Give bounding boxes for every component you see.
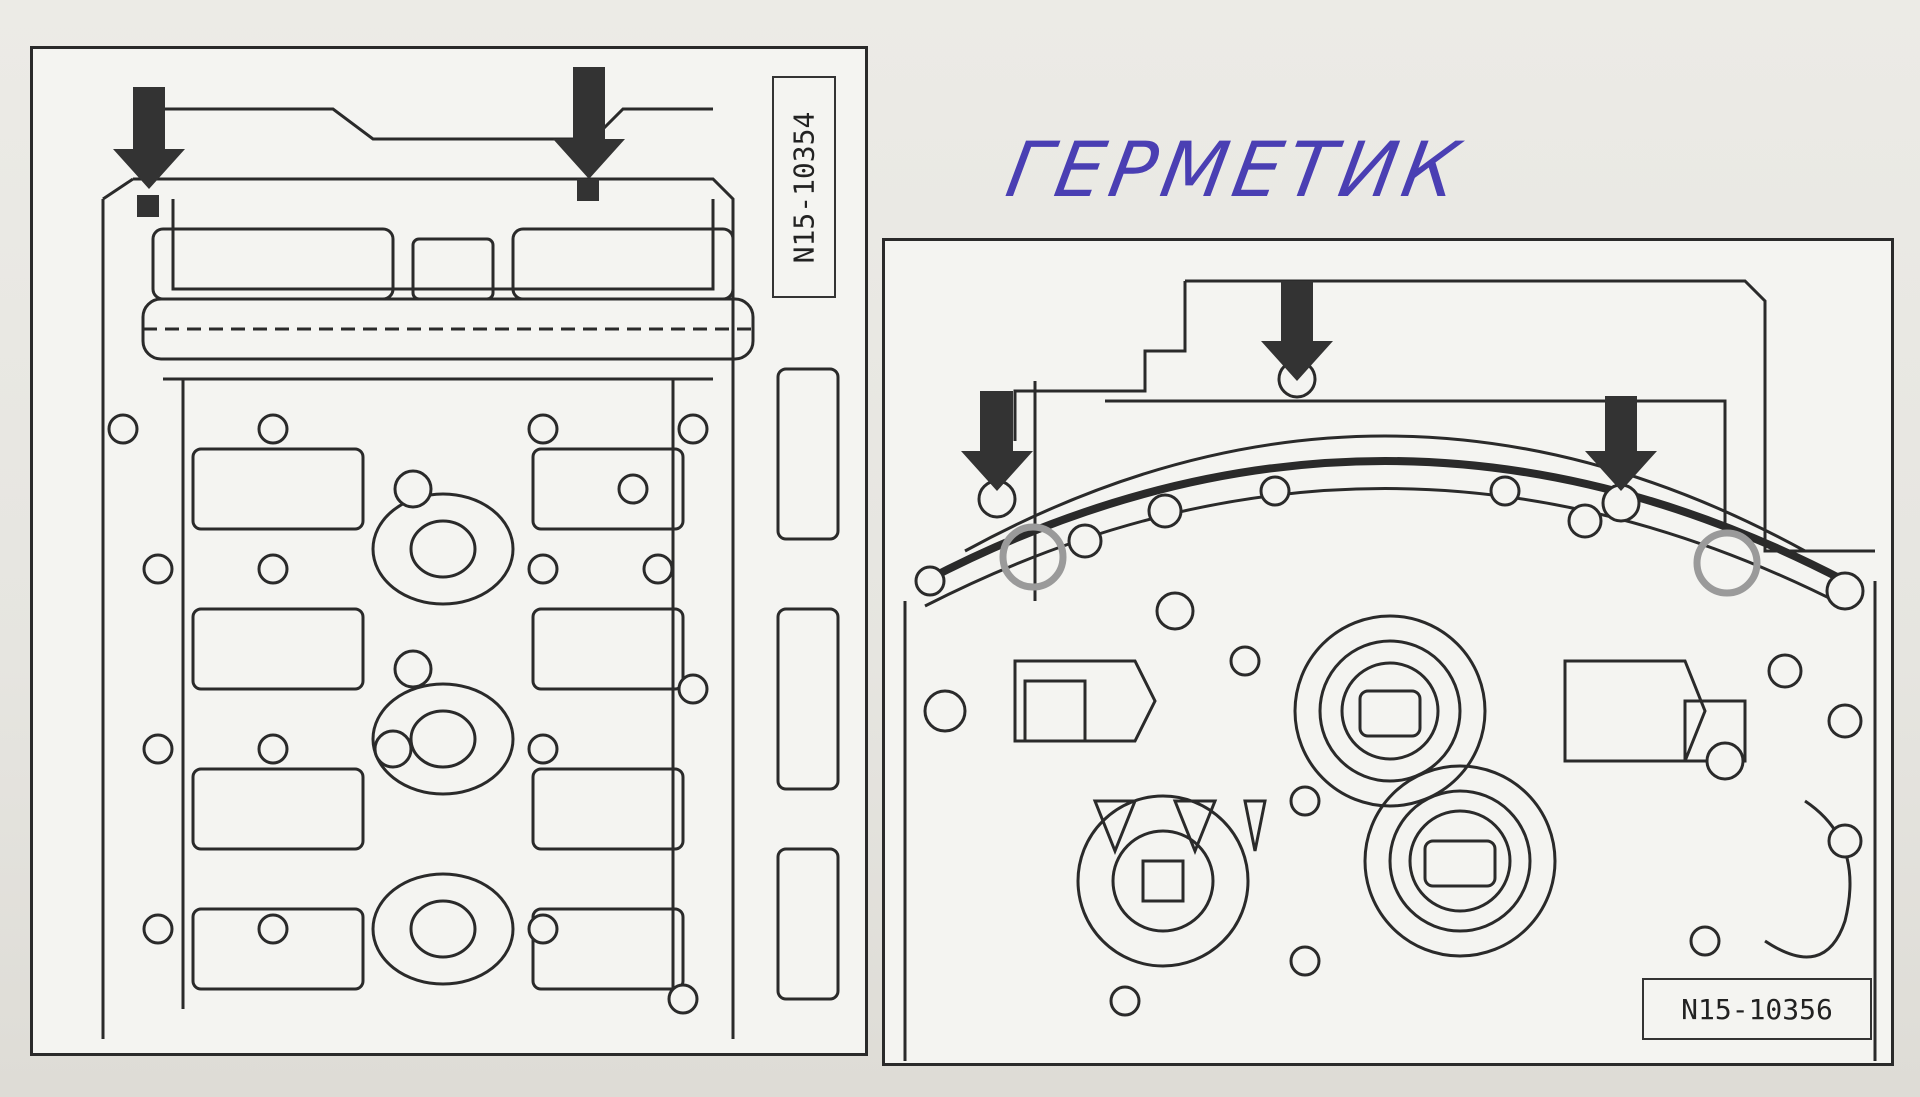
cylinder-head-drawing bbox=[101, 67, 840, 1039]
sealant-point bbox=[137, 195, 159, 217]
diagram-panel-right bbox=[882, 238, 1894, 1066]
figure-label-left: N15-10354 bbox=[772, 76, 836, 298]
arrow-icon bbox=[1585, 396, 1657, 491]
handwritten-annotation: ГЕРМЕТИК bbox=[1000, 125, 1471, 214]
left-sprocket bbox=[151, 227, 395, 301]
arrow-icon bbox=[961, 391, 1033, 491]
highlight-circle bbox=[1693, 529, 1761, 597]
arrow-icon bbox=[553, 67, 625, 179]
sealant-highlights bbox=[999, 523, 1761, 597]
arrow-icon bbox=[1261, 281, 1333, 381]
right-sprocket bbox=[511, 227, 735, 301]
arrow-markers bbox=[961, 281, 1657, 491]
diagram-panel-left bbox=[30, 46, 868, 1056]
highlight-circle bbox=[999, 523, 1067, 591]
figure-label-left-text: N15-10354 bbox=[787, 111, 821, 263]
sealant-point bbox=[577, 179, 599, 201]
figure-label-right: N15-10356 bbox=[1642, 978, 1872, 1040]
arrow-icon bbox=[113, 87, 185, 189]
arrow-markers bbox=[113, 67, 625, 217]
timing-cover-drawing bbox=[903, 279, 1877, 1061]
